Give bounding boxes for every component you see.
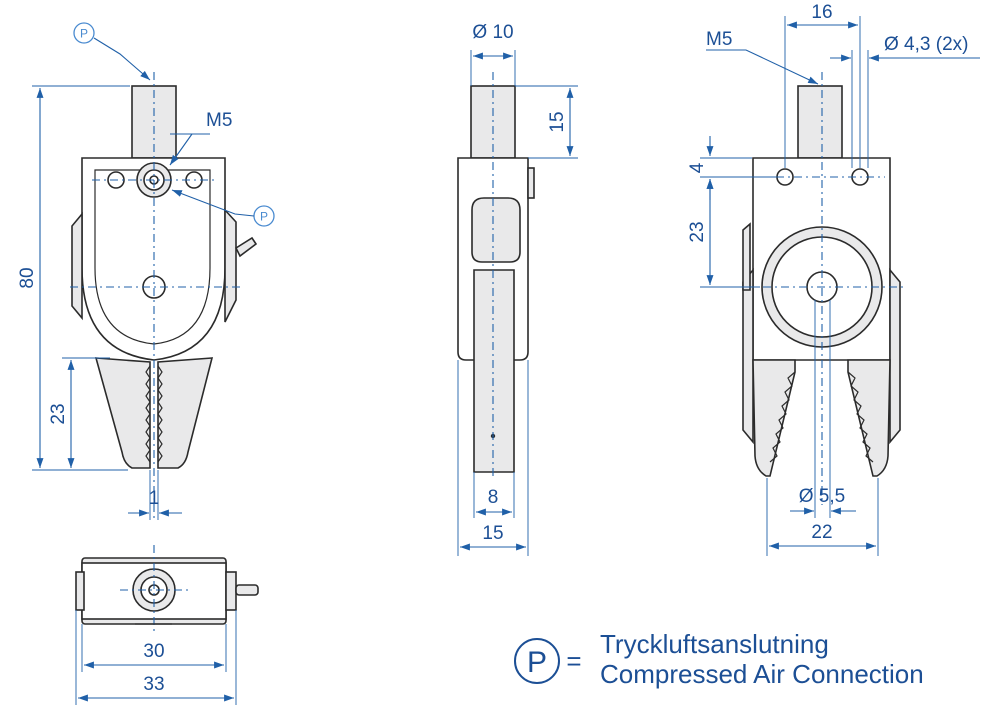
dim-front-jaw-height: 23 <box>48 403 69 424</box>
back-thread-label: M5 <box>706 29 732 50</box>
dim-side-inner-width: 8 <box>488 487 499 508</box>
back-jaw-left <box>752 359 796 477</box>
back-stem <box>797 85 843 159</box>
side-view-dimensions: Ø 10 15 8 15 <box>457 22 578 556</box>
front-jaw-left <box>94 357 151 469</box>
bottom-view-dimensions: 30 33 <box>75 610 237 705</box>
front-view <box>70 72 258 520</box>
dim-side-diameter: Ø 10 <box>472 22 513 43</box>
dim-bottom-outer-width: 33 <box>143 674 164 695</box>
back-view <box>742 72 905 505</box>
front-p-symbol-top <box>73 22 95 44</box>
dim-bottom-inner-width: 30 <box>143 641 164 662</box>
legend-p-text: P <box>527 646 547 679</box>
side-view <box>457 72 535 480</box>
dim-back-jaw-width: 22 <box>811 522 832 543</box>
dim-front-gap: 1 <box>149 488 160 509</box>
front-p-text-side: P <box>260 210 268 224</box>
front-jaw-right <box>157 357 214 469</box>
back-view-dimensions: 16 Ø 4,3 (2x) M5 4 23 Ø 5,5 22 <box>687 2 980 556</box>
bottom-nozzle <box>235 584 259 596</box>
front-view-dimensions: 80 23 1 M5 P P <box>17 22 275 520</box>
dim-side-outer-width: 15 <box>482 523 503 544</box>
side-jaw <box>473 269 515 473</box>
legend-line2: Compressed Air Connection <box>600 659 924 689</box>
bottom-view <box>75 545 259 632</box>
dim-back-top-offset: 4 <box>687 162 708 173</box>
front-thread-label: M5 <box>206 110 232 131</box>
legend-p-symbol <box>514 638 560 684</box>
dim-side-stem-height: 15 <box>547 111 568 132</box>
dim-back-hole-height: 23 <box>687 221 708 242</box>
legend-equals: = <box>566 646 581 676</box>
legend: P = Tryckluftsanslutning Compressed Air … <box>514 629 924 689</box>
legend-line1: Tryckluftsanslutning <box>600 629 829 659</box>
dim-front-height: 80 <box>17 267 38 288</box>
dim-back-jaw-diameter: Ø 5,5 <box>799 486 845 507</box>
dim-back-hole-diameter: Ø 4,3 (2x) <box>884 34 968 55</box>
back-jaw-right <box>847 359 891 477</box>
dim-back-hole-spacing: 16 <box>811 2 832 23</box>
front-p-text-top: P <box>80 27 88 41</box>
